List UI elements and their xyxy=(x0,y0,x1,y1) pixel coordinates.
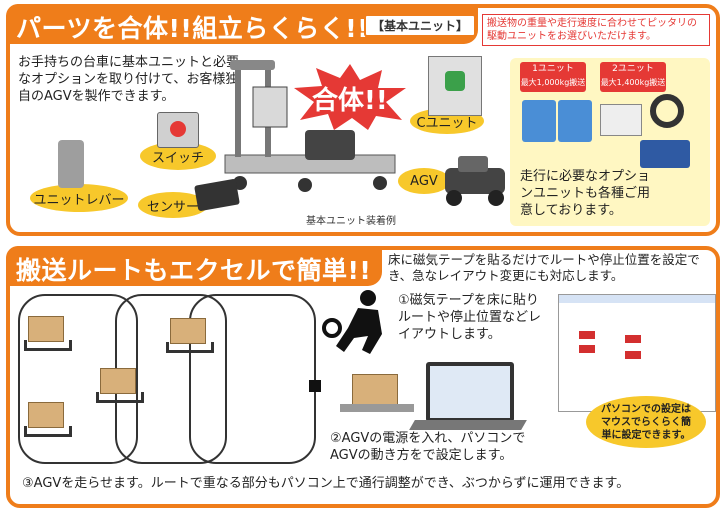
top-header: パーツを合体!!組立らくらく!! 【基本ユニット】 xyxy=(6,4,478,44)
c-unit-illustration xyxy=(428,56,482,116)
switch-illustration xyxy=(157,112,199,148)
step-3-text: ③AGVを走らせます。ルートで重なる部分もパソコン上で通行調整ができ、ぶつからず… xyxy=(22,476,630,491)
unit-1-capacity: 最大1,000kg搬送 xyxy=(520,78,586,87)
agv-label: AGV xyxy=(398,168,450,194)
bottom-title: 搬送ルートもエクセルで簡単!! xyxy=(16,256,372,285)
cargo-box-4 xyxy=(170,318,206,344)
trolley-illustration xyxy=(224,60,396,192)
notice-box: 搬送物の重量や走行速度に合わせてピッタリの駆動ユニットをお選びいただけます。 xyxy=(482,14,710,46)
cargo-box-3 xyxy=(100,368,136,394)
battery-icon-2 xyxy=(558,100,592,142)
base-unit-badge: 【基本ユニット】 xyxy=(364,14,477,37)
cargo-box-1 xyxy=(28,316,64,342)
cart-4 xyxy=(166,342,214,353)
cart-1 xyxy=(24,340,72,351)
unit-1-badge: 1ユニット 最大1,000kg搬送 xyxy=(520,62,586,92)
cart-2 xyxy=(24,426,72,437)
intro-text: お手持ちの台車に基本ユニットと必要なオプションを取り付けて、お客様独自のAGVを… xyxy=(18,54,240,105)
controller-icon xyxy=(640,140,690,168)
charger-icon xyxy=(600,104,642,136)
tape-icon xyxy=(650,94,684,128)
step-2-text: ②AGVの電源を入れ、パソコンでAGVの動き方をで設定します。 xyxy=(330,431,526,463)
trolley-handle xyxy=(235,65,241,157)
agv-cart xyxy=(340,404,414,412)
unit-1-name: 1ユニット xyxy=(532,64,574,74)
sensor-label: センサー xyxy=(138,192,208,218)
bottom-subtitle: 床に磁気テープを貼るだけでルートや停止位置を設定でき、急なレイアウト変更にも対応… xyxy=(388,252,700,283)
laptop-base xyxy=(409,420,527,430)
options-text: 走行に必要なオプションユニットも各種ご用意しております。 xyxy=(520,169,651,218)
lever-label: ユニットレバー xyxy=(30,184,128,212)
unit-2-capacity: 最大1,400kg搬送 xyxy=(600,78,666,87)
pc-bubble: パソコンでの設定はマウスでらくらく簡単に設定できます。 xyxy=(586,396,706,448)
laptop-screen xyxy=(426,362,514,422)
agv-illustration xyxy=(445,156,505,206)
cargo-box-2 xyxy=(28,402,64,428)
unit-2-name: 2ユニット xyxy=(612,64,654,74)
step-1-text: ①磁気テープを床に貼りルートや停止位置などレイアウトします。 xyxy=(398,293,542,342)
battery-icon xyxy=(522,100,556,142)
spreadsheet-screenshot xyxy=(558,294,716,412)
cargo-box-agv xyxy=(352,374,398,406)
pc-bubble-text: パソコンでの設定はマウスでらくらく簡単に設定できます。 xyxy=(601,403,691,441)
example-caption: 基本ユニット装着例 xyxy=(306,216,396,227)
worker-silhouette xyxy=(322,290,382,354)
gattai-text: 合体!! xyxy=(312,86,388,116)
bottom-header: 搬送ルートもエクセルで簡単!! xyxy=(6,246,382,286)
lever-illustration xyxy=(58,140,84,188)
notice-text: 搬送物の重量や走行速度に合わせてピッタリの駆動ユニットをお選びいただけます。 xyxy=(487,18,697,42)
unit-2-badge: 2ユニット 最大1,400kg搬送 xyxy=(600,62,666,92)
agv-unit xyxy=(305,130,355,160)
top-title: パーツを合体!!組立らくらく!! xyxy=(16,14,370,43)
gattai-burst xyxy=(294,64,406,130)
intro-text-content: お手持ちの台車に基本ユニットと必要なオプションを取り付けて、お客様独自のAGVを… xyxy=(18,55,240,104)
cart-3 xyxy=(96,392,144,403)
